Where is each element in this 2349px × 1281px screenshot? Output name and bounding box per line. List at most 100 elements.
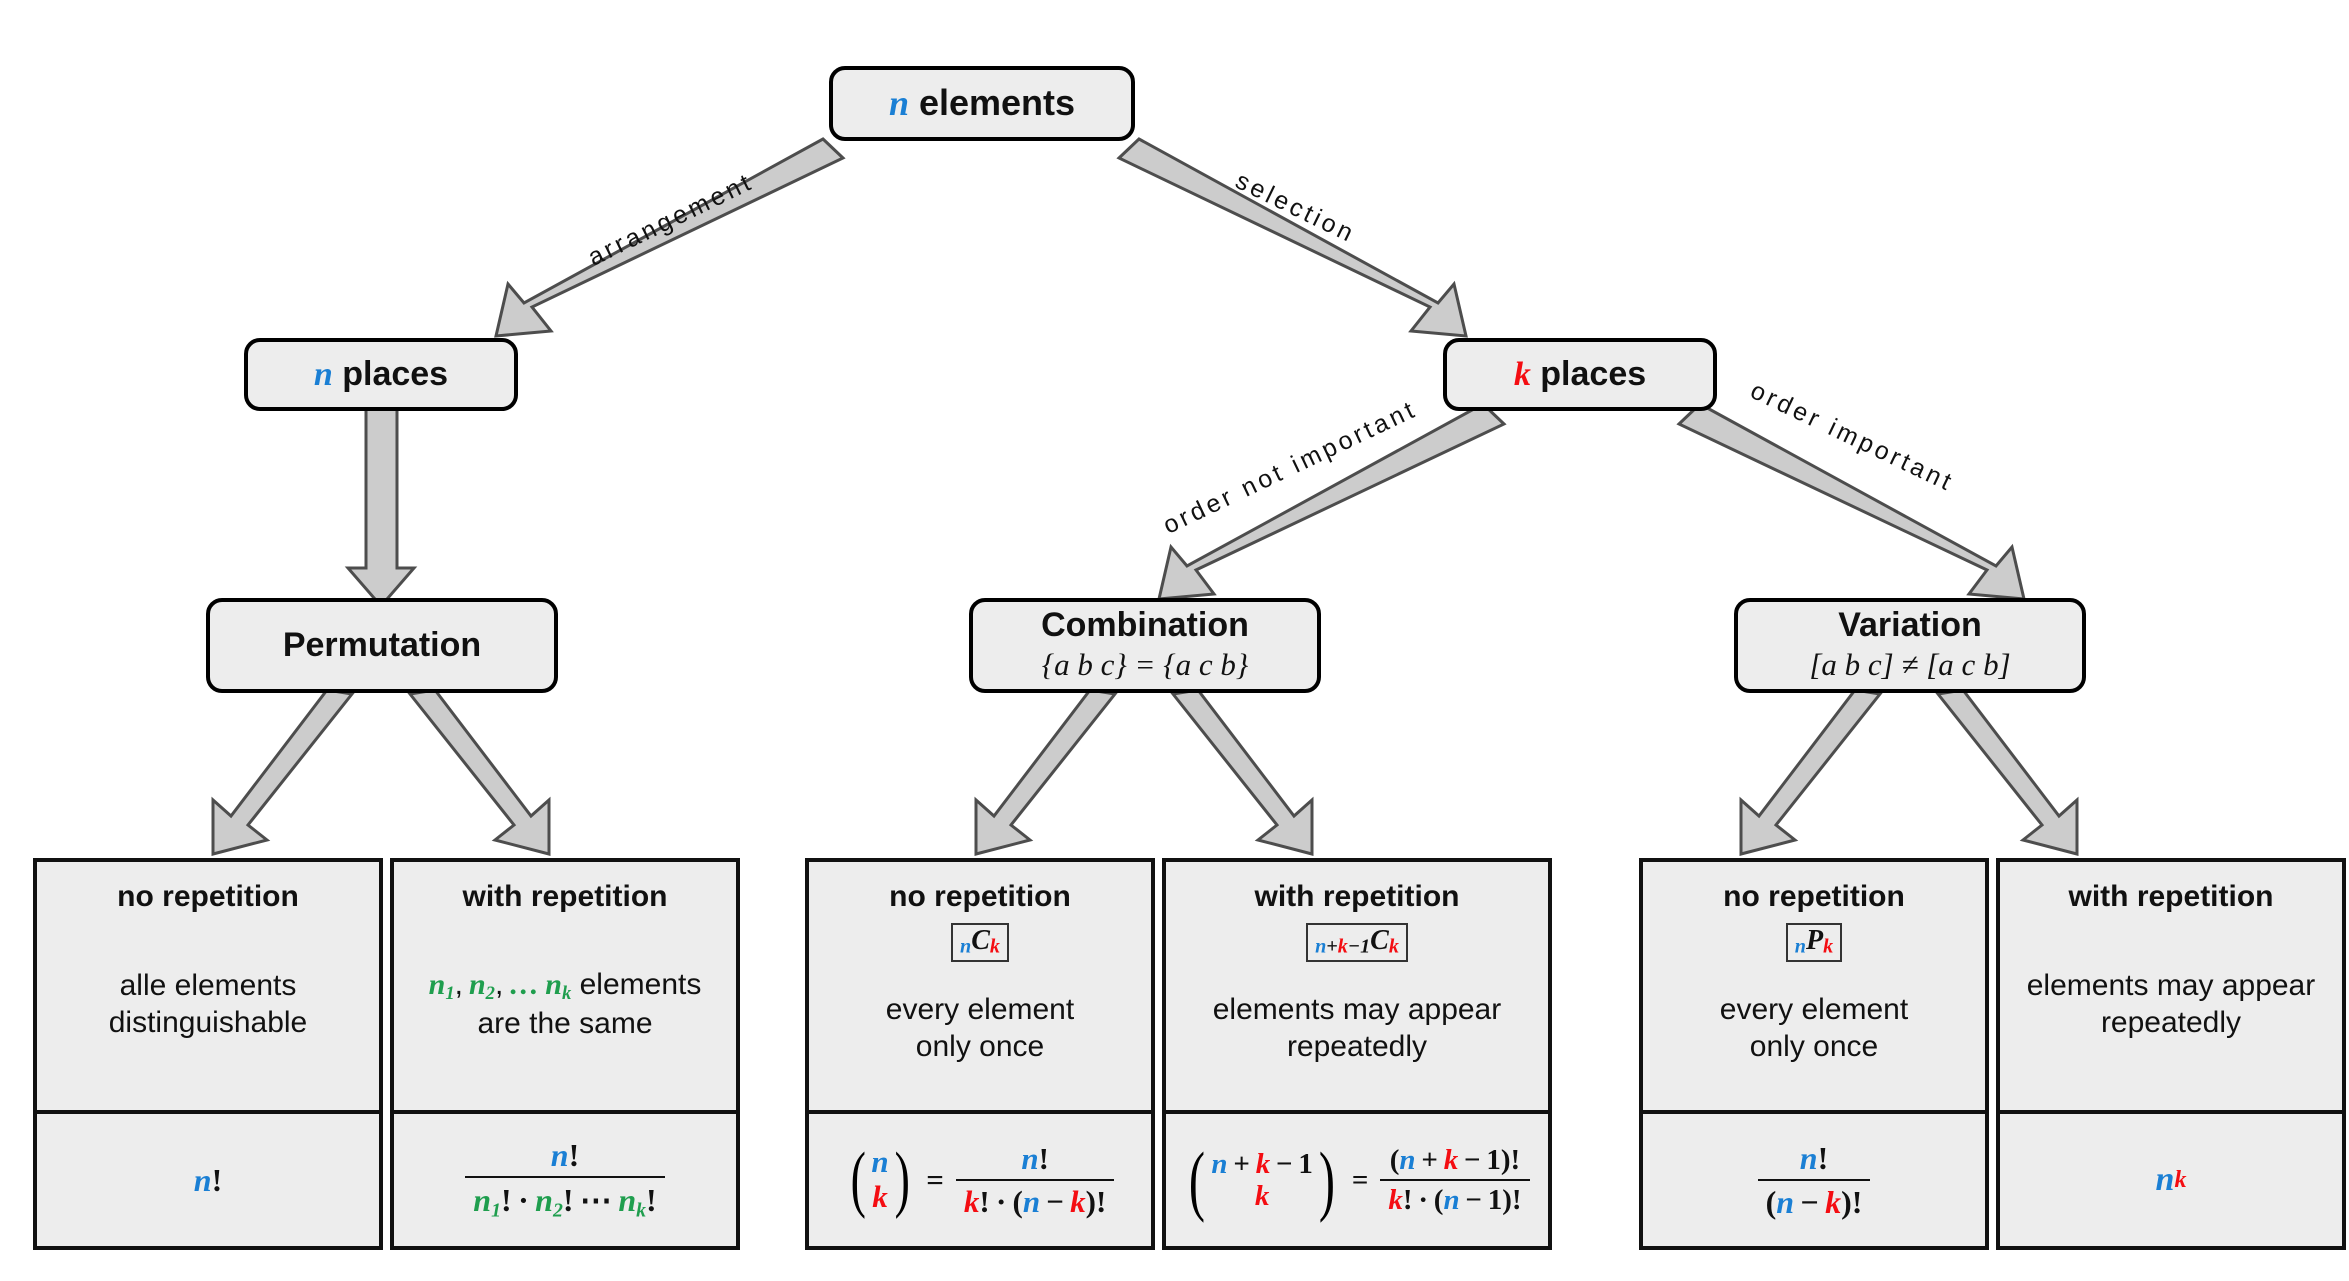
variable-nk: nk bbox=[545, 968, 572, 1005]
leaf-description: n1, n2, … nk elements are the same bbox=[423, 967, 708, 1056]
combination-symbol: C bbox=[1370, 925, 1389, 956]
fraction-numerator: n! bbox=[1021, 1140, 1049, 1176]
variable-n1: n1 bbox=[428, 968, 455, 1005]
leaf-formula: n! (n − k)! bbox=[1643, 1114, 1985, 1246]
leaf-heading: no repetition bbox=[1723, 880, 1905, 913]
equals-sign: = bbox=[1351, 1163, 1369, 1196]
leaf-description-line2: only once bbox=[915, 1029, 1045, 1063]
notation-ncr-repetition: n+k−1Ck bbox=[1306, 923, 1408, 962]
variable-n: n bbox=[2155, 1161, 2175, 1198]
leaf-description-line2: repeatedly bbox=[2100, 1006, 2242, 1039]
fraction: n! (n − k)! bbox=[1757, 1139, 1871, 1221]
node-n-places[interactable]: n places bbox=[244, 338, 518, 411]
leaf-description-line1: every element bbox=[885, 993, 1075, 1027]
variable-k: k bbox=[1823, 935, 1834, 958]
variable-n2: n2 bbox=[468, 968, 495, 1005]
fraction-numerator: (n + k − 1)! bbox=[1389, 1143, 1521, 1176]
leaf-box-permutation-with-repetition[interactable]: with repetition n1, n2, … nk elements ar… bbox=[390, 858, 740, 1250]
variable-k-exponent: k bbox=[2174, 1166, 2187, 1193]
fraction-numerator: n! bbox=[1799, 1139, 1829, 1176]
leaf-heading: with repetition bbox=[1254, 880, 1460, 913]
variable-k: k bbox=[1513, 355, 1531, 393]
node-n-elements-text: elements bbox=[908, 82, 1076, 124]
variable-k: k bbox=[1254, 1180, 1270, 1212]
leaf-description-line1: elements may appear bbox=[1212, 993, 1502, 1027]
fraction-denominator: k! · (n − 1)! bbox=[1380, 1178, 1530, 1217]
equals-sign: = bbox=[926, 1162, 944, 1197]
fraction: n! k! · (n − k)! bbox=[955, 1140, 1115, 1220]
leaf-formula: ( n + k − 1 k ) = (n + k − 1)! k! · (n −… bbox=[1166, 1114, 1548, 1246]
node-k-places-text: places bbox=[1530, 354, 1647, 393]
node-n-places-text: places bbox=[332, 354, 449, 393]
fraction-denominator: k! · (n − k)! bbox=[955, 1178, 1115, 1220]
node-combination[interactable]: Combination {a b c} = {a c b} bbox=[969, 598, 1321, 693]
node-variation-title: Variation bbox=[1838, 605, 1982, 644]
node-n-places-label: n places bbox=[313, 354, 449, 393]
node-n-elements[interactable]: n elements bbox=[829, 66, 1135, 141]
combination-symbol: C bbox=[971, 925, 990, 956]
variable-n: n bbox=[313, 355, 333, 393]
leaf-description: alle elements distinguishable bbox=[103, 968, 313, 1055]
binomial-top: n + k − 1 bbox=[1211, 1147, 1313, 1180]
leaf-upper: with repetition n1, n2, … nk elements ar… bbox=[394, 862, 736, 1114]
leaf-heading: no repetition bbox=[117, 880, 299, 913]
leaf-heading: no repetition bbox=[889, 880, 1071, 913]
variable-k: k bbox=[1388, 935, 1399, 958]
notation-ncr: nCk bbox=[951, 923, 1009, 962]
leaf-upper: no repetition nPk every element only onc… bbox=[1643, 862, 1985, 1114]
arrow-k-places-to-combination bbox=[1157, 402, 1507, 601]
node-k-places-label: k places bbox=[1513, 354, 1647, 393]
node-k-places[interactable]: k places bbox=[1443, 338, 1717, 411]
arrow-combination-to-no-repetition bbox=[974, 688, 1118, 856]
arrow-variation-to-no-repetition bbox=[1739, 688, 1883, 856]
leaf-box-permutation-no-repetition[interactable]: no repetition alle elements distinguisha… bbox=[33, 858, 383, 1250]
leaf-description: every element only once bbox=[1714, 992, 1914, 1079]
leaf-box-variation-with-repetition[interactable]: with repetition elements may appear repe… bbox=[1996, 858, 2346, 1250]
fraction: n! n1! · n2! ⋯ nk! bbox=[465, 1137, 665, 1223]
leaf-formula: ( n k ) = n! k! · (n − k)! bbox=[809, 1114, 1151, 1246]
node-variation[interactable]: Variation [a b c] ≠ [a c b] bbox=[1734, 598, 2086, 693]
leaf-box-variation-no-repetition[interactable]: no repetition nPk every element only onc… bbox=[1639, 858, 1989, 1250]
leaf-upper: with repetition elements may appear repe… bbox=[2000, 862, 2342, 1114]
leaf-description: elements may appear repeatedly bbox=[2021, 968, 2322, 1055]
leaf-description-line1: n1, n2, … nk elements bbox=[428, 968, 702, 1005]
node-permutation[interactable]: Permutation bbox=[206, 598, 558, 693]
leaf-description-line1: alle elements bbox=[119, 969, 297, 1003]
arrow-n-places-to-permutation bbox=[344, 388, 418, 609]
variable-n: n bbox=[193, 1161, 212, 1198]
leaf-description: every element only once bbox=[880, 992, 1080, 1079]
arrow-root-to-n-places bbox=[494, 137, 846, 338]
fraction: (n + k − 1)! k! · (n − 1)! bbox=[1380, 1143, 1530, 1217]
arrow-variation-to-with-repetition bbox=[1935, 688, 2079, 856]
leaf-heading: with repetition bbox=[462, 880, 668, 913]
leaf-heading: with repetition bbox=[2068, 880, 2274, 913]
leaf-upper: no repetition nCk every element only onc… bbox=[809, 862, 1151, 1114]
leaf-box-combination-with-repetition[interactable]: with repetition n+k−1Ck elements may app… bbox=[1162, 858, 1552, 1250]
leaf-formula: n! bbox=[37, 1114, 379, 1246]
leaf-description-line2: are the same bbox=[477, 1007, 653, 1041]
notation-npr: nPk bbox=[1785, 923, 1843, 962]
arrow-combination-to-with-repetition bbox=[1170, 688, 1314, 856]
variable-n: n bbox=[888, 83, 909, 124]
variable-k: k bbox=[872, 1179, 888, 1214]
node-n-elements-label: n elements bbox=[889, 84, 1075, 123]
leaf-description-line2: only once bbox=[1749, 1029, 1879, 1063]
leaf-description-line1: every element bbox=[1719, 993, 1909, 1027]
leaf-upper: no repetition alle elements distinguisha… bbox=[37, 862, 379, 1114]
leaf-box-combination-no-repetition[interactable]: no repetition nCk every element only onc… bbox=[805, 858, 1155, 1250]
fraction-denominator: n1! · n2! ⋯ nk! bbox=[465, 1176, 665, 1223]
leaf-formula: n! n1! · n2! ⋯ nk! bbox=[394, 1114, 736, 1246]
ellipsis: … bbox=[509, 968, 540, 1002]
variable-n: n bbox=[871, 1144, 889, 1180]
node-combination-subtitle: {a b c} = {a c b} bbox=[1041, 647, 1249, 683]
permutation-symbol: P bbox=[1806, 925, 1824, 956]
arrow-root-to-k-places bbox=[1116, 137, 1468, 338]
subscript-expression: n+k−1 bbox=[1315, 935, 1371, 958]
variable-n: n bbox=[1794, 935, 1807, 958]
node-combination-title: Combination bbox=[1041, 605, 1249, 644]
node-variation-subtitle: [a b c] ≠ [a c b] bbox=[1809, 647, 2011, 683]
leaf-description: elements may appear repeatedly bbox=[1207, 992, 1508, 1079]
